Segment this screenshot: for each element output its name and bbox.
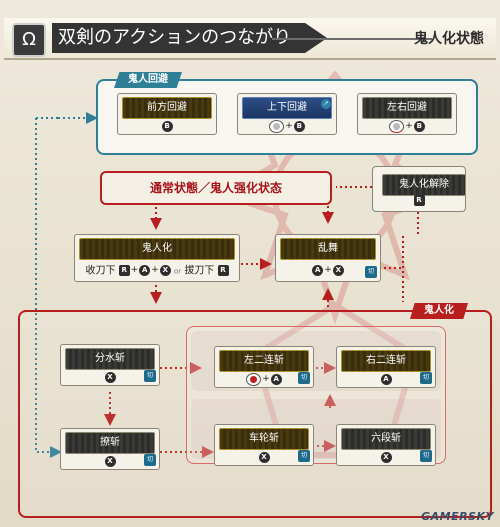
arrow-icon: ↗ [321, 99, 331, 109]
move-demon-mode[interactable]: 鬼人化 收刀下 R+A+X or 拔刀下 R [74, 234, 240, 282]
move-six-slash[interactable]: 六段斩 X 切 [336, 424, 436, 466]
a-button-icon: A [270, 374, 282, 385]
move-title: 六段斩 [341, 428, 431, 450]
move-input: A [337, 372, 435, 387]
cut-badge-icon: 切 [420, 450, 432, 462]
move-input: +A [215, 372, 313, 387]
move-rampage[interactable]: 乱舞 A+X 切 [275, 234, 381, 282]
move-updown-evade[interactable]: 上下回避 ↗ +B [237, 93, 337, 135]
x-button-icon: X [104, 371, 116, 383]
move-title: 左二连斩 [219, 350, 309, 372]
or-label: or [173, 267, 182, 276]
state-label: 鬼人化状態 [414, 31, 484, 47]
a-button-icon: A [312, 265, 324, 276]
normal-state-bar: 通常状態／鬼人强化状态 [100, 171, 332, 205]
move-input: X [215, 450, 313, 465]
x-button-icon: X [332, 265, 344, 276]
move-input: X [61, 454, 159, 469]
move-wheel-slash[interactable]: 车轮斩 X 切 [214, 424, 314, 466]
cut-badge-icon: 切 [144, 370, 156, 382]
x-button-icon: X [104, 455, 116, 467]
stick-icon [389, 120, 405, 133]
evade-group-tag: 鬼人回避 [114, 72, 182, 88]
move-title: 撩斩 [65, 432, 155, 454]
move-input: B [118, 119, 216, 134]
move-title: 鬼人化解除 [382, 174, 466, 196]
move-title: 前方回避 [122, 97, 212, 119]
move-title: 分水斩 [65, 348, 155, 370]
move-title: 鬼人化 [79, 238, 235, 260]
move-title: 乱舞 [280, 238, 376, 260]
r-button-icon: R [217, 265, 229, 276]
move-title: 左右回避 [362, 97, 452, 119]
b-button-icon: B [161, 120, 173, 132]
move-input: A+X [276, 263, 380, 278]
move-input: +B [358, 119, 456, 134]
b-button-icon: B [413, 121, 425, 132]
cut-badge-icon: 切 [298, 450, 310, 462]
drawn-label: 拔刀下 [184, 265, 215, 277]
omega-icon: Ω [12, 23, 46, 57]
move-left-double[interactable]: 左二连斩 +A 切 [214, 346, 314, 388]
x-button-icon: X [159, 265, 171, 276]
header-bar: Ω 双剣のアクションのつながり 鬼人化状態 [4, 18, 496, 60]
move-forward-evade[interactable]: 前方回避 B [117, 93, 217, 135]
move-input: 收刀下 R+A+X or 拔刀下 R [75, 263, 239, 278]
demon-group-tag: 鬼人化 [410, 303, 468, 319]
header-divider [272, 38, 432, 40]
move-input: X [337, 450, 435, 465]
move-split-water[interactable]: 分水斩 X 切 [60, 344, 160, 386]
move-right-double[interactable]: 右二连斩 A 切 [336, 346, 436, 388]
move-leftright-evade[interactable]: 左右回避 +B [357, 93, 457, 135]
x-button-icon: X [380, 451, 392, 463]
a-button-icon: A [380, 373, 392, 385]
b-button-icon: B [293, 121, 305, 132]
move-title: 上下回避 [242, 97, 332, 119]
move-title: 车轮斩 [219, 428, 309, 450]
cut-badge-icon: 切 [144, 454, 156, 466]
a-button-icon: A [139, 265, 151, 276]
cut-badge-icon: 切 [365, 266, 377, 278]
move-sweep-slash[interactable]: 撩斩 X 切 [60, 428, 160, 470]
move-demon-release[interactable]: 鬼人化解除 R [372, 166, 466, 212]
r-button-icon: R [118, 265, 130, 276]
stick-icon [269, 120, 285, 133]
sheathed-label: 收刀下 [85, 265, 116, 277]
move-input: R [373, 193, 465, 208]
r-button-icon: R [413, 194, 425, 206]
x-button-icon: X [258, 451, 270, 463]
move-input: X [61, 370, 159, 385]
cut-badge-icon: 切 [298, 372, 310, 384]
stick-icon [246, 373, 262, 386]
cut-badge-icon: 切 [420, 372, 432, 384]
move-title: 右二连斩 [341, 350, 431, 372]
site-logo: GAMERSKY [421, 510, 494, 523]
move-input: +B [238, 119, 336, 134]
